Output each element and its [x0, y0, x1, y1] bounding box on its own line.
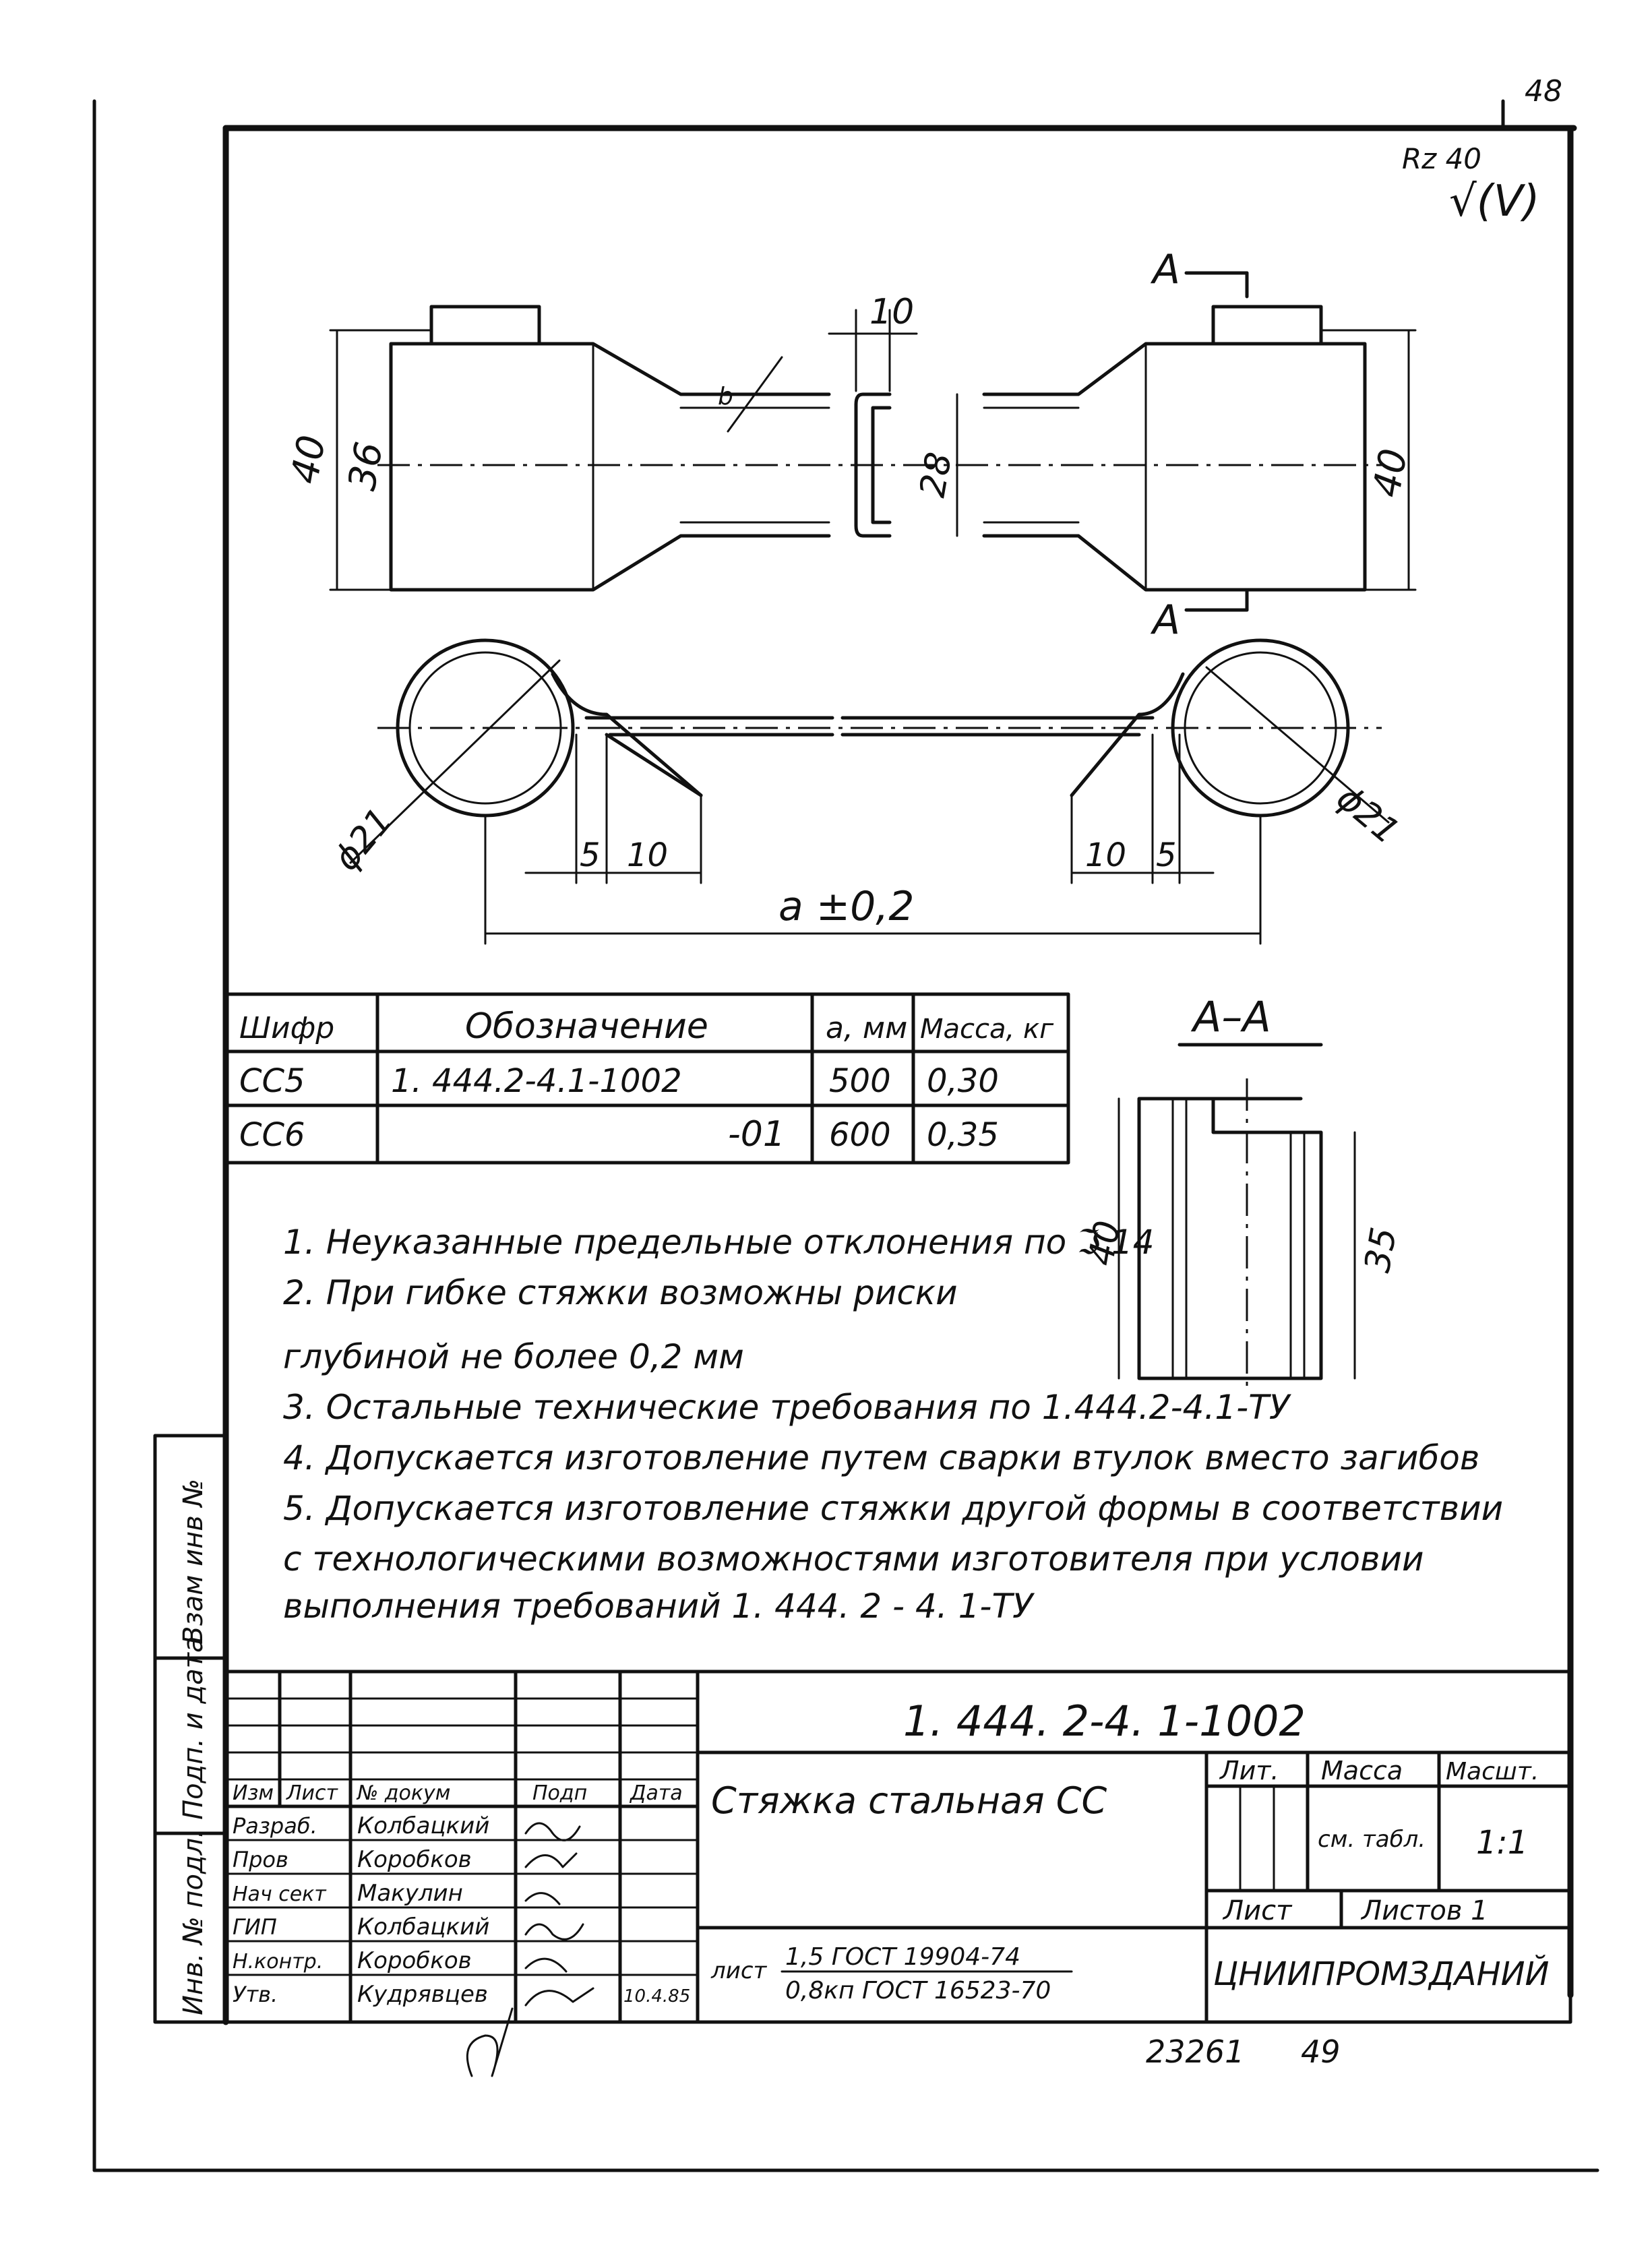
table-row-1-a: 500: [829, 1062, 891, 1100]
staff-header-date: Дата: [629, 1781, 683, 1805]
title-block-organization: ЦНИИПРОМЗДАНИЙ: [1213, 1955, 1549, 1993]
note-5-cont-2: выполнения требований 1. 444. 2 - 4. 1-Т…: [283, 1587, 1035, 1626]
title-block-material-prefix: лист: [710, 1957, 768, 1984]
dim-dia-left: ϕ21: [326, 801, 401, 879]
note-3: 3. Остальные технические требования по 1…: [283, 1388, 1292, 1427]
dim-overall-length: a ±0,2: [778, 883, 915, 930]
note-2-cont: глубиной не более 0,2 мм: [283, 1337, 744, 1376]
dim-left-height-outer: 40: [283, 432, 334, 487]
staff-name-5: Коробков: [357, 1947, 472, 1974]
title-block-sheets-label: Листов 1: [1360, 1895, 1488, 1926]
note-1: 1. Неуказанные предельные отклонения по …: [283, 1223, 1155, 1262]
staff-role-5: Н.контр.: [233, 1950, 323, 1974]
note-5-cont-1: с технологическими возможностями изготов…: [283, 1539, 1424, 1579]
corner-page-number: 48: [1525, 74, 1562, 109]
side-stamp-replacement: Взам инв №: [178, 1479, 209, 1645]
staff-header-sign: Подп: [532, 1781, 587, 1805]
dim-left-height-inner: 36: [340, 439, 392, 493]
staff-name-1: Колбацкий: [357, 1812, 489, 1839]
title-block-mass-value: см. табл.: [1318, 1826, 1426, 1853]
dim-right-height: 40: [1365, 446, 1416, 500]
staff-date-6: 10.4.85: [623, 1986, 690, 2007]
title-block-product-name: Стяжка стальная СС: [711, 1779, 1107, 1822]
side-stamp-signature-date: Подп. и дата: [178, 1637, 209, 1820]
section-arrow-top-label: A: [1150, 246, 1180, 293]
title-block-material-1: 1,5 ГОСТ 19904-74: [785, 1943, 1020, 1971]
staff-role-2: Пров: [233, 1847, 288, 1872]
technical-notes: 1. Неуказанные предельные отклонения по …: [283, 1223, 1503, 1626]
dim-middle-width: 10: [869, 292, 914, 332]
roughness-label: Rz 40: [1402, 142, 1481, 175]
section-height-inner: 35: [1357, 1225, 1405, 1276]
note-2: 2. При гибке стяжки возможны риски: [283, 1273, 958, 1312]
table-row-1-designation: 1. 444.2-4.1-1002: [391, 1062, 682, 1100]
svg-text:b: b: [718, 383, 733, 410]
title-block-scale-value: 1:1: [1476, 1824, 1528, 1862]
dim-middle-height: 28: [913, 450, 960, 501]
staff-name-6: Кудрявцев: [357, 1981, 488, 2008]
front-view-right-end: [982, 305, 1367, 592]
roughness-mark: Rz 40 √(V): [1402, 142, 1540, 226]
front-view: b 40 36 10 28 40 A A: [283, 246, 1417, 644]
table-row-2-code: СС6: [239, 1116, 305, 1154]
staff-header-doc: № докум: [356, 1781, 450, 1805]
dim-dia-right: ϕ21: [1329, 778, 1407, 853]
table-row-1-mass: 0,30: [927, 1062, 999, 1100]
dim-offset-left-5: 5: [580, 836, 601, 874]
staff-header-izm: Изм: [233, 1781, 274, 1805]
table-row-2-mass: 0,35: [927, 1116, 999, 1154]
variants-table: Шифр Обозначение a, мм Масса, кг СС5 1. …: [224, 992, 1070, 1165]
staff-name-3: Макулин: [357, 1880, 463, 1907]
table-row-1-code: СС5: [239, 1062, 305, 1100]
table-header-a: a, мм: [826, 1011, 907, 1045]
note-4: 4. Допускается изготовление путем сварки…: [283, 1438, 1479, 1477]
title-block-mass-header: Масса: [1321, 1756, 1403, 1785]
staff-role-6: Утв.: [233, 1982, 278, 2007]
section-title: A–A: [1190, 992, 1271, 1041]
section-height-outer: 40: [1081, 1218, 1129, 1269]
footer-page-number: 49: [1301, 2034, 1341, 2070]
title-block-code: 1. 444. 2-4. 1-1002: [903, 1696, 1306, 1746]
section-a-a: A–A 40 35: [1081, 992, 1405, 1388]
signature-scribbles: [466, 1822, 594, 2077]
side-stamp: Взам инв № Подп. и дата Инв. № подл.: [153, 1434, 228, 2024]
dim-offset-right-10: 10: [1085, 836, 1126, 874]
table-header-mass: Масса, кг: [920, 1014, 1054, 1045]
staff-role-4: ГИП: [233, 1914, 277, 1940]
side-stamp-inventory: Инв. № подл.: [178, 1829, 209, 2015]
title-block: Изм Лист № докум Подп Дата Разраб. Колба…: [224, 1670, 1572, 2077]
table-row-2-a: 600: [829, 1116, 891, 1154]
table-row-2-designation: -01: [728, 1114, 785, 1155]
dim-offset-left-10: 10: [627, 836, 668, 874]
dim-offset-right-5: 5: [1156, 836, 1177, 874]
note-5: 5. Допускается изготовление стяжки друго…: [283, 1489, 1503, 1528]
staff-header-list: Лист: [286, 1781, 339, 1805]
staff-role-1: Разраб.: [233, 1813, 317, 1839]
staff-name-4: Колбацкий: [357, 1914, 489, 1940]
title-block-material-2: 0,8кп ГОСТ 16523-70: [785, 1977, 1051, 2005]
title-block-sheet-label: Лист: [1222, 1895, 1293, 1926]
roughness-symbol: √(V): [1449, 177, 1540, 226]
title-block-scale-header: Масшт.: [1446, 1758, 1539, 1785]
table-header-designation: Обозначение: [465, 1006, 708, 1047]
archive-number: 23261: [1146, 2034, 1244, 2070]
front-view-left-end: [389, 305, 831, 592]
section-arrow-bottom-label: A: [1150, 597, 1180, 644]
staff-role-3: Нач сект: [233, 1883, 327, 1906]
staff-name-2: Коробков: [357, 1846, 472, 1873]
title-block-lit-header: Лит.: [1219, 1756, 1279, 1785]
table-header-code: Шифр: [239, 1011, 334, 1045]
plan-view: ϕ21 ϕ21 5 10 10 5 a ±0,2: [326, 638, 1407, 945]
